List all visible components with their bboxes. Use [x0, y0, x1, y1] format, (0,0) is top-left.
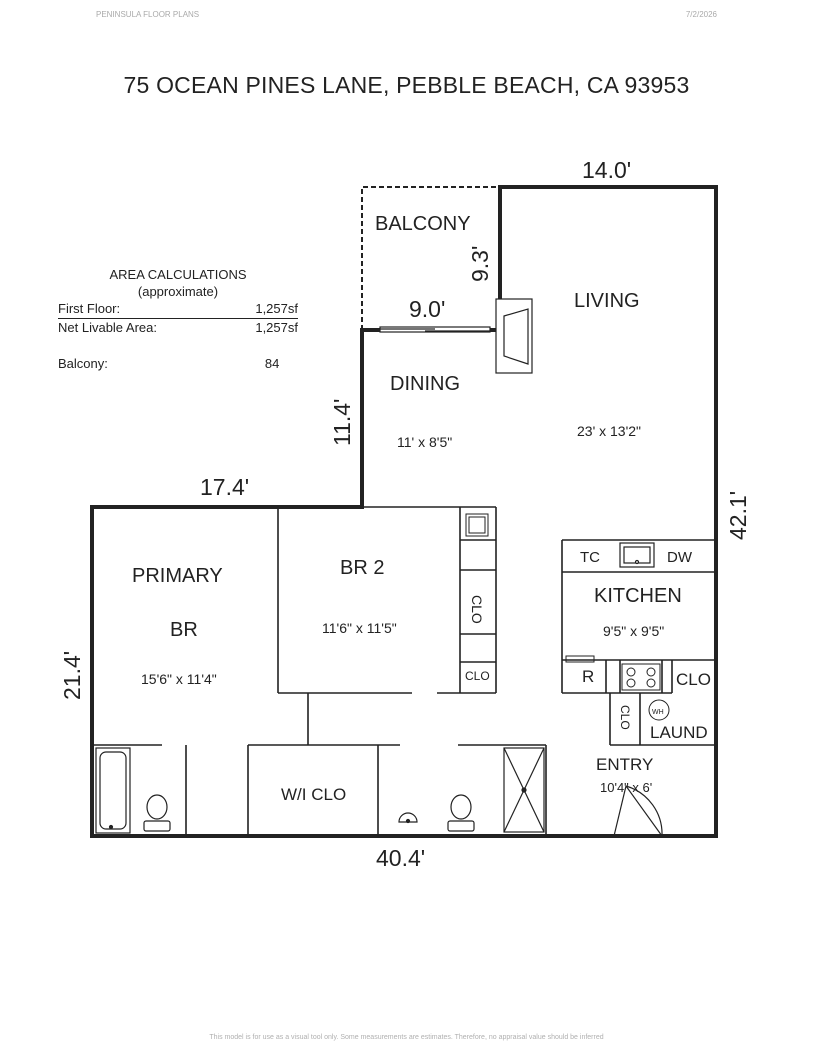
- label-dishwasher: DW: [667, 549, 693, 566]
- room-label-primary: PRIMARY: [132, 565, 223, 587]
- area-calculations: AREA CALCULATIONS (approximate) First Fl…: [58, 266, 298, 373]
- balcony-sliding-door: [379, 326, 491, 333]
- dim-balcony-width: 9.0': [409, 296, 445, 322]
- fireplace: [495, 298, 533, 374]
- room-label-br2: BR 2: [340, 557, 384, 579]
- label-clo-br2: CLO: [469, 595, 485, 624]
- area-row-net-livable: Net Livable Area: 1,257sf: [58, 319, 298, 337]
- disclaimer-footer: This model is for use as a visual tool o…: [209, 1034, 604, 1041]
- area-row-label: Balcony:: [58, 356, 108, 371]
- dim-right: 42.1': [725, 491, 751, 540]
- room-labels: BALCONY LIVING DINING PRIMARY BR BR 2 KI…: [132, 213, 682, 641]
- area-row-label: Net Livable Area:: [58, 320, 158, 335]
- room-label-kitchen: KITCHEN: [594, 585, 682, 607]
- interior-walls: [92, 506, 716, 836]
- dim-dining-height: 11.4': [329, 399, 355, 446]
- closet-sink: [465, 513, 489, 537]
- dimension-labels: 14.0' 9.3' 9.0' 11.4' 17.4' 42.1' 21.4' …: [59, 157, 751, 871]
- dim-primary-top: 17.4': [200, 474, 249, 500]
- exterior-walls: [90, 185, 718, 838]
- label-clo-small: CLO: [465, 669, 490, 683]
- room-label-clo-kitchen: CLO: [676, 670, 711, 689]
- room-labels-small: W/I CLO ENTRY LAUND CLO TC DW R: [281, 549, 711, 804]
- size-br2: 11'6" x 11'5": [322, 620, 397, 636]
- room-label-entry: ENTRY: [596, 755, 653, 774]
- room-label-balcony: BALCONY: [375, 213, 471, 235]
- label-trash-compactor: TC: [580, 549, 600, 566]
- label-refrigerator: R: [582, 667, 594, 686]
- dim-top: 14.0': [582, 157, 631, 183]
- refrigerator: [565, 655, 595, 663]
- balcony-outline: [361, 186, 500, 330]
- shower: [503, 747, 545, 833]
- bath2-fixtures: [398, 794, 475, 832]
- area-heading: AREA CALCULATIONS: [109, 267, 247, 282]
- size-entry: 10'4" x 6': [600, 780, 652, 795]
- size-kitchen: 9'5" x 9'5": [603, 623, 664, 639]
- dim-bottom: 40.4': [376, 845, 425, 871]
- dim-balcony-depth: 9.3': [467, 246, 493, 282]
- toilet-primary: [143, 794, 171, 832]
- water-heater: [648, 699, 670, 721]
- area-row-value: 1,257sf: [255, 320, 298, 335]
- room-label-laundry: LAUND: [650, 723, 708, 742]
- size-primary: 15'6" x 11'4": [141, 671, 217, 687]
- room-label-primary-br: BR: [170, 619, 198, 641]
- area-subheading: (approximate): [137, 284, 219, 299]
- size-living: 23' x 13'2": [577, 423, 641, 439]
- plan-date: 7/2/2026: [685, 10, 717, 19]
- area-row-label: First Floor:: [58, 301, 121, 316]
- room-label-dining: DINING: [390, 373, 460, 395]
- kitchen-sink: [619, 542, 655, 568]
- size-dining: 11' x 8'5": [397, 434, 452, 450]
- property-address-title: 75 OCEAN PINES LANE, PEBBLE BEACH, CA 93…: [123, 72, 690, 98]
- brand-name: PENINSULA FLOOR PLANS: [96, 10, 200, 19]
- room-label-wi-closet: W/I CLO: [281, 785, 346, 804]
- area-row-value: 1,257sf: [255, 301, 298, 316]
- bathtub: [95, 747, 131, 834]
- stovetop: [621, 663, 661, 691]
- area-row-balcony: Balcony: 84: [58, 355, 298, 373]
- entry-door: [613, 785, 663, 837]
- area-row-value: 84: [264, 356, 280, 371]
- closet-labels: CLO CLO CLO WH: [465, 595, 664, 730]
- room-sizes: 23' x 13'2" 11' x 8'5" 15'6" x 11'4" 11'…: [141, 423, 664, 795]
- room-label-living: LIVING: [574, 290, 640, 312]
- label-clo-entry: CLO: [618, 705, 632, 730]
- label-water-heater: WH: [652, 709, 664, 716]
- dim-left: 21.4': [59, 651, 85, 700]
- area-row-first-floor: First Floor: 1,257sf: [58, 300, 298, 319]
